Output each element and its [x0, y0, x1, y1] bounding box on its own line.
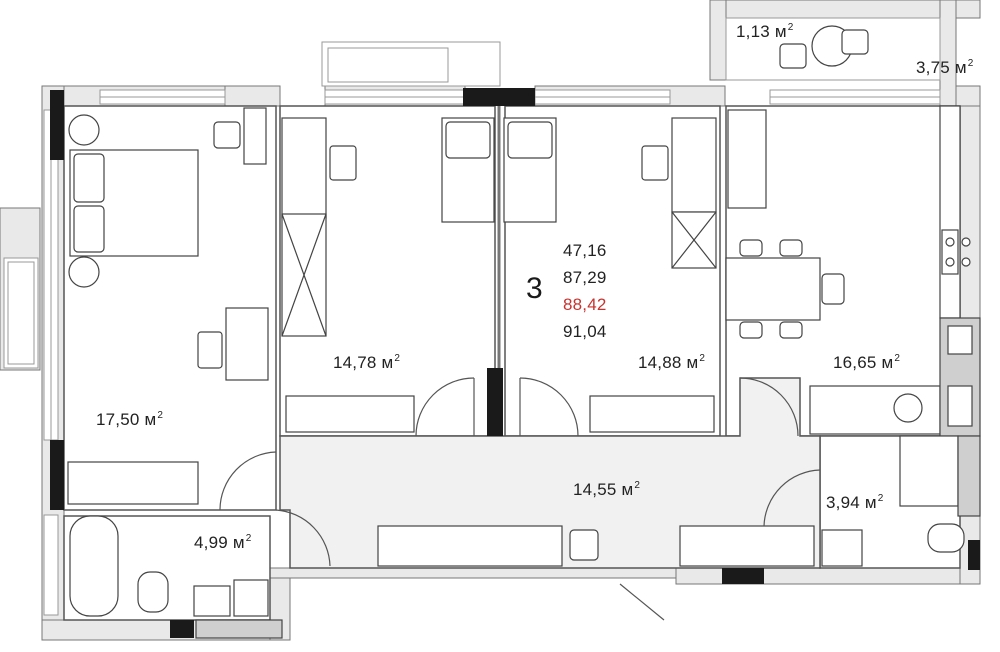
bathroom-exp: 2 — [245, 533, 252, 544]
hall-area: 14,55 м2 — [573, 480, 640, 500]
bedroom-left-exp: 2 — [157, 410, 164, 421]
total-area-1: 47,16 — [563, 241, 607, 260]
total-area-2: 87,29 — [563, 268, 607, 287]
bedroom-mid-value: 14,78 — [333, 353, 377, 372]
balcony-large-exp: 2 — [967, 58, 974, 69]
balcony-small-area: 1,13 м2 — [736, 22, 793, 42]
bedroom-left-unit: м — [144, 410, 157, 429]
bedroom-right-exp: 2 — [699, 353, 706, 364]
bedroom-right-unit: м — [686, 353, 699, 372]
kitchen-value: 16,65 — [833, 353, 877, 372]
wc-value: 3,94 — [826, 493, 860, 512]
bedroom-left-value: 17,50 — [96, 410, 140, 429]
hall-unit: м — [621, 480, 634, 499]
windows — [3, 17, 941, 616]
bathroom-value: 4,99 — [194, 533, 228, 552]
columns — [50, 88, 980, 638]
total-area-4: 91,04 — [563, 322, 607, 341]
hall-value: 14,55 — [573, 480, 617, 499]
balcony-small-value: 1,13 — [736, 22, 770, 41]
bedroom-right-area: 14,88 м2 — [638, 353, 705, 373]
balcony-large-value: 3,75 — [916, 58, 950, 77]
kitchen-exp: 2 — [894, 353, 901, 364]
kitchen-unit: м — [881, 353, 894, 372]
hall-exp: 2 — [634, 480, 641, 491]
balcony-small-unit: м — [774, 22, 787, 41]
total-area-3: 88,42 — [563, 295, 607, 314]
balcony-large-area: 3,75 м2 — [916, 58, 973, 78]
bathroom-unit: м — [232, 533, 245, 552]
kitchen-area: 16,65 м2 — [833, 353, 900, 373]
bedroom-mid-exp: 2 — [394, 353, 401, 364]
bedroom-mid-area: 14,78 м2 — [333, 353, 400, 373]
wc-unit: м — [864, 493, 877, 512]
rooms-count: 3 — [526, 272, 543, 305]
bathroom-area: 4,99 м2 — [194, 533, 251, 553]
bedroom-mid-unit: м — [381, 353, 394, 372]
balcony-large-unit: м — [954, 58, 967, 77]
bedroom-left-area: 17,50 м2 — [96, 410, 163, 430]
wc-exp: 2 — [877, 493, 884, 504]
wc-area: 3,94 м2 — [826, 493, 883, 513]
bedroom-right-value: 14,88 — [638, 353, 682, 372]
furniture — [67, 25, 981, 639]
balcony-small-exp: 2 — [787, 22, 794, 33]
doors — [219, 377, 821, 621]
